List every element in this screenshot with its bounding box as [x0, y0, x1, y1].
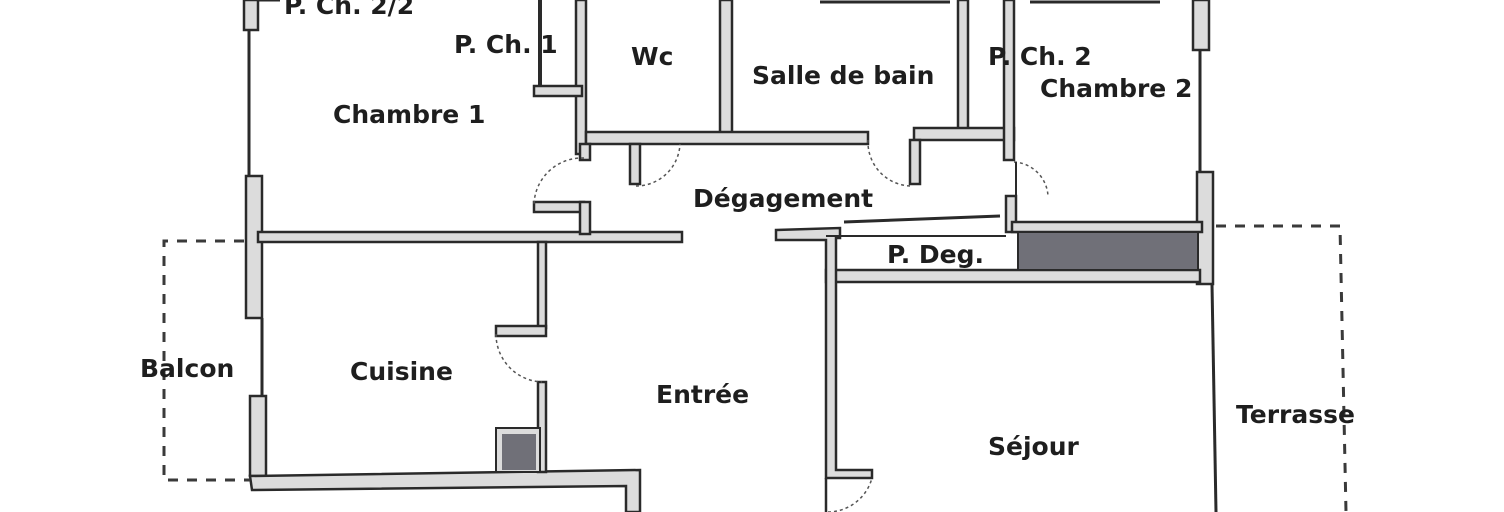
wall-sejour-top [824, 268, 1202, 284]
wall-deg-left-lower [532, 200, 586, 214]
walls [242, 0, 1218, 512]
door-sejour [827, 477, 873, 512]
label-wc: Wc [631, 42, 674, 71]
wall-sdb-bottom [912, 126, 1016, 142]
wall-left-lower [248, 394, 268, 478]
wall-deg-left-post [578, 142, 592, 162]
wall-wc-door-post [628, 142, 642, 186]
wall-pch1-right [574, 0, 588, 156]
label-entree: Entrée [656, 380, 750, 409]
wall-sdb-right [956, 0, 970, 132]
label-p-ch-2-2: P. Ch. 2/2 [284, 0, 415, 20]
wall-sejour-left [774, 226, 874, 480]
wall-wc-right [718, 0, 734, 136]
label-cuisine: Cuisine [350, 357, 453, 386]
label-terrasse: Terrasse [1236, 400, 1355, 429]
door-sdb [867, 139, 913, 187]
label-chambre-2: Chambre 2 [1040, 74, 1193, 103]
door-cuisine [495, 333, 543, 383]
balcon-outline [162, 239, 250, 482]
label-sejour: Séjour [988, 432, 1079, 461]
wall-pch1-bottom [532, 84, 584, 98]
wall-left-upper [242, 0, 260, 32]
wall-deg-left-lower-b [578, 200, 592, 236]
wall-pch2-right [1002, 0, 1016, 162]
wall-kitchen-right-upper [536, 240, 548, 330]
wall-wc-bottom [584, 130, 870, 146]
door-chambre1 [533, 157, 585, 205]
door-chambre2 [1013, 161, 1049, 197]
duct-pdeg [1017, 231, 1199, 271]
terrasse-outline [1216, 224, 1348, 512]
label-p-ch-2: P. Ch. 2 [988, 42, 1092, 71]
wall-kitchen-stub [494, 324, 548, 338]
wall-chambre1-bottom [256, 230, 684, 244]
wall-left-mid [244, 174, 264, 320]
label-salle-de-bain: Salle de bain [752, 61, 935, 90]
doors [495, 139, 1049, 512]
label-balcon: Balcon [140, 354, 235, 383]
label-chambre-1: Chambre 1 [333, 100, 486, 129]
label-p-ch-1: P. Ch. 1 [454, 30, 558, 59]
wall-sdb-door-post [908, 138, 922, 186]
label-p-deg: P. Deg. [887, 240, 985, 269]
wall-chambre2-bottom [1010, 220, 1204, 234]
label-degagement: Dégagement [693, 184, 874, 213]
wall-bottom-kitchen [248, 468, 642, 512]
door-wc [635, 143, 681, 187]
wall-right-upper [1191, 0, 1211, 52]
